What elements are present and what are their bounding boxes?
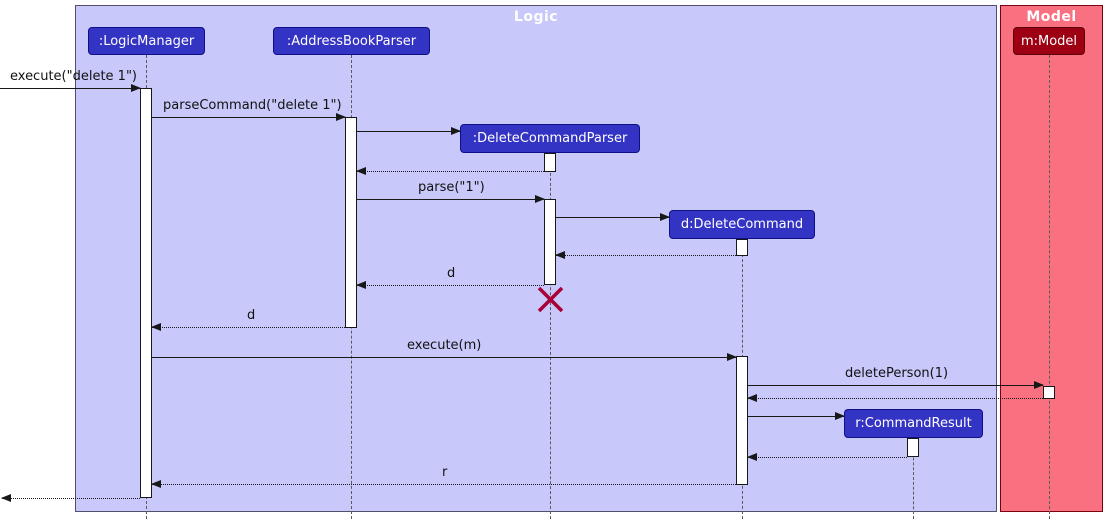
destroy-x-icon	[537, 286, 564, 313]
message-label: execute(m)	[407, 338, 482, 353]
activation-logicmanager	[140, 88, 152, 498]
message-label: parse("1")	[418, 180, 485, 195]
activation-commandresult	[907, 438, 919, 457]
lifeline-deletecommandparser	[550, 153, 551, 519]
participant-deletecommandparser: :DeleteCommandParser	[460, 124, 640, 153]
arrowhead-icon	[835, 412, 845, 420]
activation-deletecommandparser-parse	[544, 199, 556, 285]
participant-addressbookparser: :AddressBookParser	[273, 27, 430, 55]
arrowhead-icon	[747, 394, 757, 402]
lifeline-commandresult	[913, 438, 914, 519]
message-arrow-execute-m	[152, 353, 737, 361]
message-label: d	[247, 308, 256, 323]
frame-model-title: Model	[1026, 9, 1077, 25]
message-arrow-create-deletecommandparser	[357, 127, 461, 135]
lifeline-model	[1049, 55, 1050, 519]
arrowhead-icon	[535, 195, 545, 203]
message-arrow-return-d2	[151, 323, 345, 331]
activation-deletecommand-create	[736, 239, 748, 256]
arrowhead-icon	[151, 323, 161, 331]
message-arrow-return-create	[356, 167, 544, 175]
message-label: execute("delete 1")	[10, 69, 138, 84]
arrowhead-icon	[451, 127, 461, 135]
arrowhead-icon	[336, 113, 346, 121]
frame-model: Model	[1000, 5, 1103, 512]
message-arrow-return-caller	[1, 494, 140, 502]
message-arrow-parse	[357, 195, 545, 203]
arrowhead-icon	[555, 251, 565, 259]
arrowhead-icon	[131, 84, 141, 92]
arrowhead-icon	[1, 494, 11, 502]
arrowhead-icon	[356, 281, 366, 289]
message-label: r	[442, 465, 448, 480]
participant-logicmanager-label: :LogicManager	[98, 33, 195, 49]
participant-model-label: m:Model	[1020, 33, 1078, 49]
arrowhead-icon	[1034, 381, 1044, 389]
message-arrow-return-d1	[356, 281, 544, 289]
activation-model	[1043, 386, 1055, 399]
participant-deletecommand-label: d:DeleteCommand	[680, 217, 804, 232]
participant-logicmanager: :LogicManager	[88, 27, 205, 55]
frame-logic-title: Logic	[513, 9, 559, 25]
activation-addressbookparser	[345, 117, 357, 328]
activation-deletecommandparser-create	[544, 153, 556, 172]
participant-model: m:Model	[1013, 27, 1085, 55]
message-arrow-return-model	[747, 394, 1043, 402]
activation-deletecommand-execute	[736, 356, 748, 485]
arrowhead-icon	[356, 167, 366, 175]
arrowhead-icon	[151, 480, 161, 488]
participant-commandresult: r:CommandResult	[844, 409, 983, 438]
message-arrow-create-commandresult	[748, 412, 845, 420]
arrowhead-icon	[660, 213, 670, 221]
participant-addressbookparser-label: :AddressBookParser	[286, 33, 417, 49]
message-arrow-create-deletecommand	[556, 213, 670, 221]
message-arrow-deleteperson	[748, 381, 1044, 389]
message-label: deletePerson(1)	[845, 366, 949, 381]
message-arrow-return-deletecommand	[555, 251, 736, 259]
message-arrow-execute-delete	[0, 84, 141, 92]
frame-logic: Logic	[75, 5, 997, 512]
message-arrow-return-commandresult	[747, 453, 907, 461]
message-arrow-return-r	[151, 480, 736, 488]
arrowhead-icon	[727, 353, 737, 361]
message-label: parseCommand("delete 1")	[163, 98, 342, 113]
participant-commandresult-label: r:CommandResult	[855, 416, 972, 431]
message-label: d	[447, 266, 456, 281]
participant-deletecommand: d:DeleteCommand	[669, 210, 815, 239]
participant-deletecommandparser-label: :DeleteCommandParser	[472, 131, 628, 146]
arrowhead-icon	[747, 453, 757, 461]
message-arrow-parsecommand	[152, 113, 346, 121]
